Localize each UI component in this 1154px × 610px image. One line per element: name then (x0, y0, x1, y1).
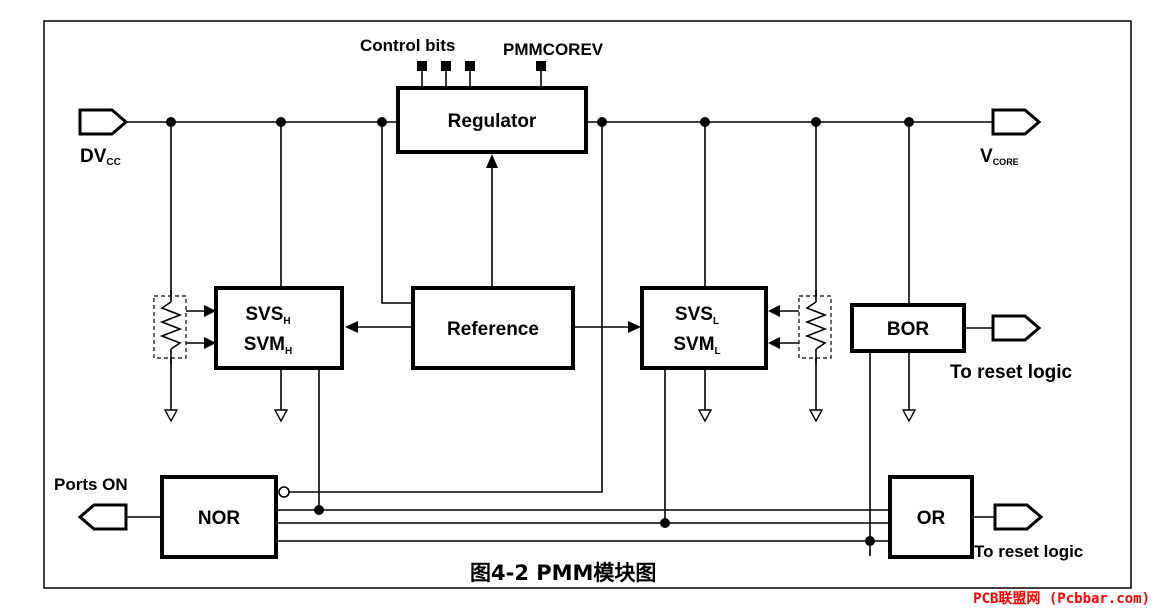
ports-on-port (77, 503, 128, 531)
dvcc-port (78, 108, 129, 136)
nor-label: NOR (198, 508, 241, 529)
arrow-to-regulator (486, 154, 498, 168)
or-reset-port (993, 503, 1044, 531)
vcore-port (991, 108, 1042, 136)
reference-block (411, 286, 575, 370)
regulator-block (396, 86, 588, 154)
svsl-label: SVSL (675, 304, 719, 327)
figure-caption: 图4-2 PMM模块图 (470, 561, 656, 585)
svmh-label: SVMH (244, 334, 292, 357)
ground-symbols (163, 409, 917, 423)
control-bits-pins (417, 61, 546, 88)
vcore-label: VCORE (980, 146, 1019, 167)
or-reset-label: To reset logic (974, 542, 1083, 561)
svsh-svmh-block (214, 286, 344, 370)
svsl-svml-block (640, 286, 768, 370)
dvcc-label: DVCC (80, 146, 121, 168)
arrow-to-svsh (345, 321, 358, 333)
pmmcorev-label: PMMCOREV (503, 40, 604, 59)
svml-label: SVML (673, 334, 720, 357)
bor-reset-label: To reset logic (950, 362, 1073, 383)
regulator-label: Regulator (448, 111, 537, 132)
control-bits-label: Control bits (360, 36, 455, 55)
bor-reset-port (991, 314, 1042, 342)
arrow-to-svsl (628, 321, 641, 333)
bor-label: BOR (887, 319, 930, 340)
svsl-resistor-divider (768, 290, 832, 364)
svsh-label: SVSH (245, 304, 290, 327)
watermark: PCB联盟网 (Pcbbar.com) (973, 591, 1150, 607)
nor-inverted-input (278, 486, 290, 498)
or-label: OR (917, 508, 946, 529)
svsh-resistor-divider (153, 290, 216, 364)
reference-label: Reference (447, 319, 539, 340)
ports-on-label: Ports ON (54, 475, 128, 494)
diagram-frame (43, 20, 1132, 589)
